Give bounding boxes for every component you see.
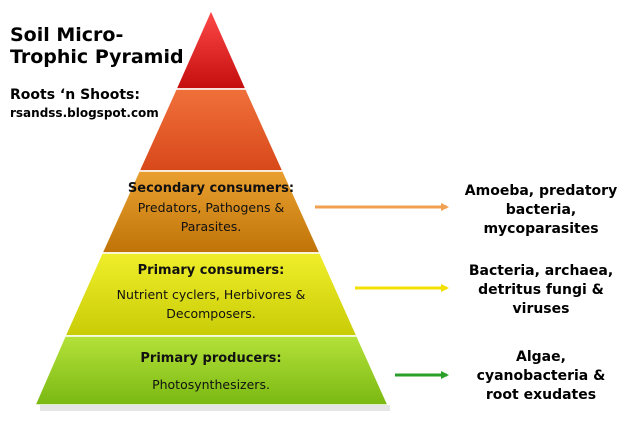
tier-description: Photosynthesizers. — [152, 377, 270, 392]
tier-heading: Primary producers: — [140, 351, 282, 366]
credit-name: Roots ‘n Shoots: — [10, 87, 140, 103]
secondary-consumers-examples: Amoeba, predatory bacteria, mycoparasite… — [464, 183, 618, 237]
pyramid-tier-top — [174, 8, 248, 90]
primary-consumers-examples: Bacteria, archaea, detritus fungi & viru… — [468, 263, 614, 317]
credit-url: rsandss.blogspot.com — [10, 106, 159, 120]
title-block: Soil Micro- Trophic Pyramid — [10, 24, 184, 68]
credit-block: Roots ‘n Shoots: rsandss.blogspot.com — [10, 86, 159, 122]
diagram-title: Soil Micro- Trophic Pyramid — [10, 24, 184, 68]
pyramid-tier-second — [137, 88, 285, 172]
tier-description: Predators, Pathogens & Parasites. — [137, 200, 285, 234]
tier-heading: Secondary consumers: — [127, 181, 295, 196]
pyramid-shadow — [40, 405, 390, 411]
tier-description: Nutrient cyclers, Herbivores & Decompose… — [116, 287, 306, 321]
primary-consumers-label: Primary consumers: Nutrient cyclers, Her… — [84, 262, 338, 323]
primary-producers-examples: Algae, cyanobacteria & root exudates — [476, 349, 606, 403]
primary-producers-label: Primary producers: Photosynthesizers. — [60, 350, 362, 394]
secondary-consumers-label: Secondary consumers: Predators, Pathogen… — [110, 180, 312, 236]
tier-heading: Primary consumers: — [137, 263, 285, 278]
